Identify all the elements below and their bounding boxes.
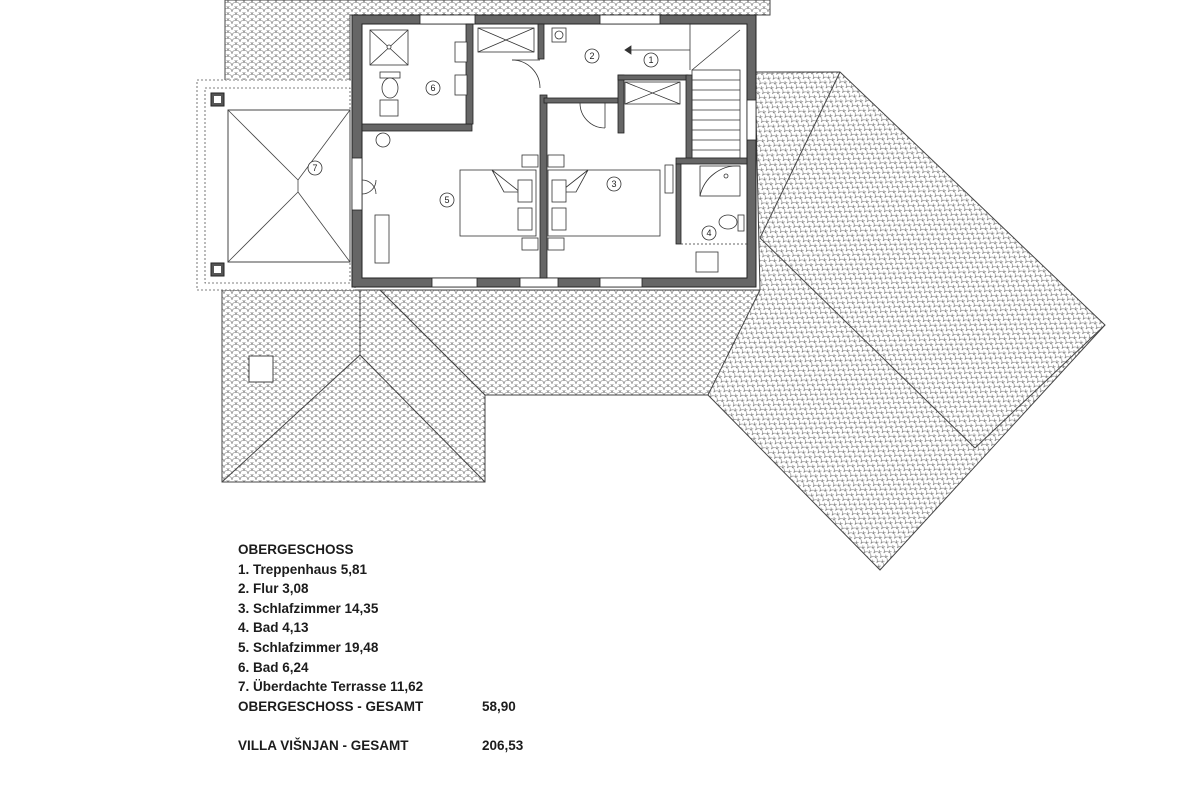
room-marker-2: 2 bbox=[584, 48, 600, 64]
roof-lower-left bbox=[221, 289, 486, 483]
bathroom-4-fixtures bbox=[681, 165, 747, 273]
doors bbox=[361, 59, 606, 195]
legend-heading: OBERGESCHOSS bbox=[238, 542, 354, 557]
area-legend: OBERGESCHOSS 1. Treppenhaus 5,81 2. Flur… bbox=[238, 540, 558, 756]
floor-total-label: OBERGESCHOSS - GESAMT bbox=[238, 698, 424, 714]
legend-item: 3. Schlafzimmer 14,35 bbox=[238, 600, 379, 616]
villa-total-label: VILLA VIŠNJAN - GESAMT bbox=[238, 737, 409, 753]
staircase bbox=[624, 24, 741, 159]
svg-text:5: 5 bbox=[444, 195, 449, 205]
legend-item: 2. Flur 3,08 bbox=[238, 581, 309, 597]
room-marker-5: 5 bbox=[439, 192, 455, 208]
bathroom-6-fixtures bbox=[369, 29, 468, 264]
legend-item: 6. Bad 6,24 bbox=[238, 659, 309, 675]
floor-total-value: 58,90 bbox=[482, 698, 516, 714]
legend-item: 5. Schlafzimmer 19,48 bbox=[238, 639, 379, 655]
bedroom-furniture bbox=[459, 154, 674, 251]
room-markers: 1 2 3 4 5 6 7 bbox=[307, 48, 717, 241]
svg-text:1: 1 bbox=[648, 55, 653, 65]
room-marker-7: 7 bbox=[307, 160, 323, 176]
room-marker-4: 4 bbox=[701, 225, 717, 241]
legend-item: 7. Überdachte Terrasse 11,62 bbox=[238, 679, 424, 695]
svg-text:3: 3 bbox=[611, 179, 616, 189]
svg-text:7: 7 bbox=[312, 163, 317, 173]
svg-text:6: 6 bbox=[430, 83, 435, 93]
interior-walls bbox=[361, 23, 748, 279]
skylight bbox=[248, 355, 274, 383]
roof-right-wing bbox=[707, 71, 1106, 571]
legend-item: 4. Bad 4,13 bbox=[238, 620, 309, 636]
room-marker-6: 6 bbox=[425, 80, 441, 96]
covered-terrace bbox=[196, 79, 356, 291]
floor-total-row: OBERGESCHOSS - GESAMT 58,90 bbox=[238, 697, 558, 717]
villa-total-value: 206,53 bbox=[482, 737, 524, 753]
legend-item: 1. Treppenhaus 5,81 bbox=[238, 561, 368, 577]
room-marker-1: 1 bbox=[643, 52, 659, 68]
svg-text:4: 4 bbox=[706, 228, 711, 238]
room-marker-3: 3 bbox=[606, 176, 622, 192]
svg-text:2: 2 bbox=[589, 51, 594, 61]
villa-total-row: VILLA VIŠNJAN - GESAMT 206,53 bbox=[238, 736, 558, 756]
hall-shafts bbox=[477, 27, 681, 105]
